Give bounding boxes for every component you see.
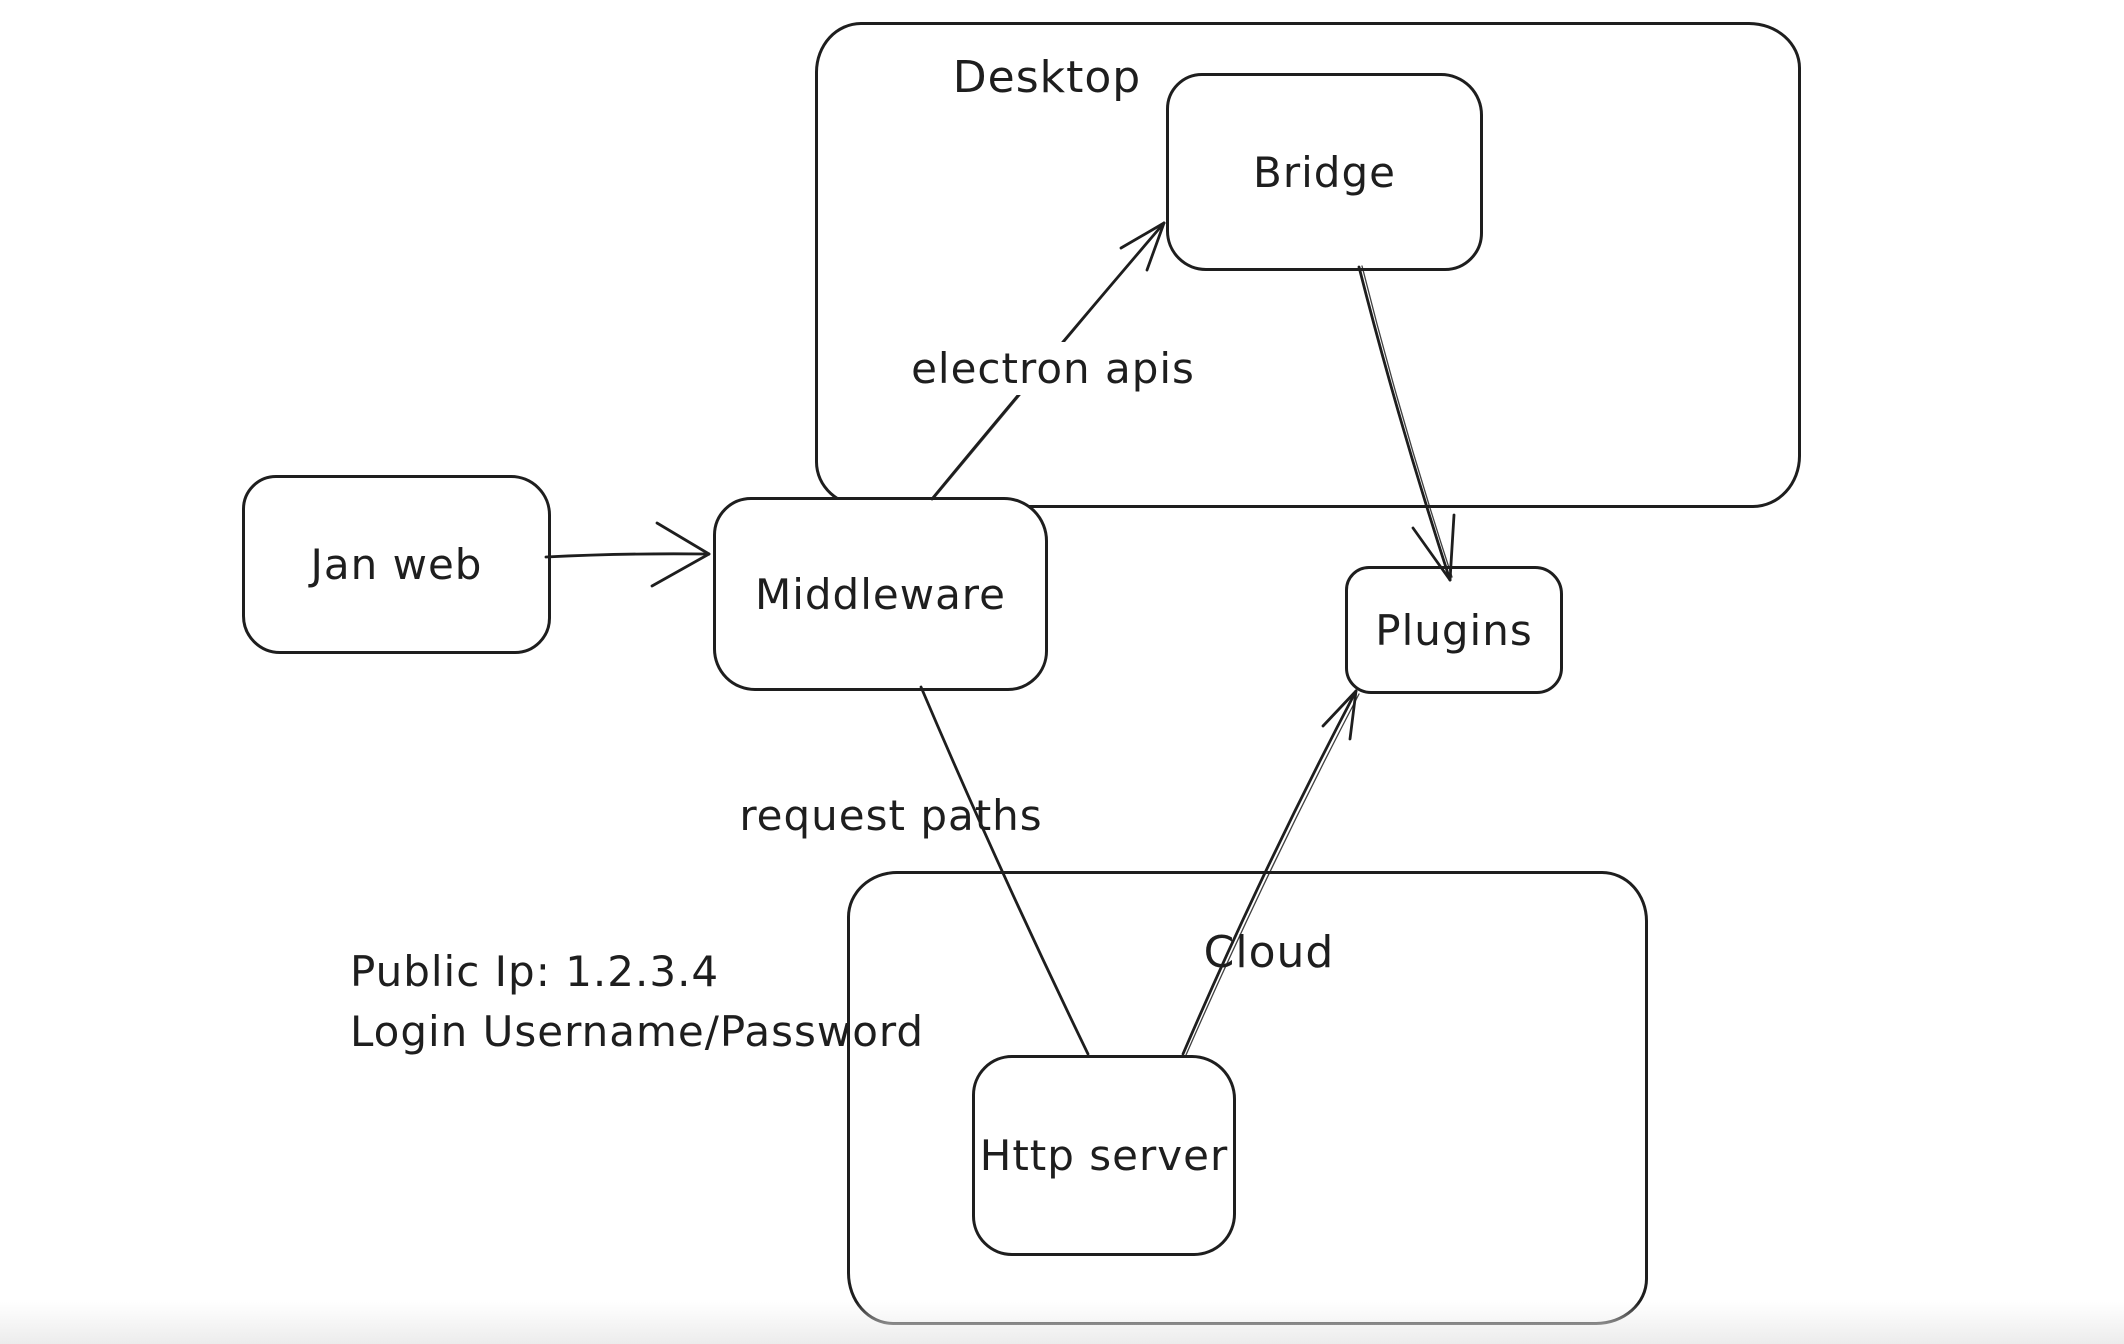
annotation-login: Login Username/Password [350,1007,925,1056]
annotation-public-ip: Public Ip: 1.2.3.4 [350,947,720,996]
node-bridge-label: Bridge [1253,147,1396,197]
arrow-bridge-to-plugins[interactable] [1357,265,1456,582]
node-jan-web[interactable]: Jan web [242,475,551,654]
line-middleware-to-httpserver[interactable] [919,685,1090,1056]
window-bottom-edge [0,1302,2124,1344]
node-http-server-label: Http server [979,1131,1229,1180]
edge-label-request-paths[interactable]: request paths [739,791,1043,840]
node-middleware-label: Middleware [754,569,1006,619]
edge-label-electron-apis[interactable]: electron apis [901,342,1205,395]
node-middleware[interactable]: Middleware [713,497,1048,691]
node-bridge[interactable]: Bridge [1166,73,1483,271]
node-plugins-label: Plugins [1375,605,1533,655]
annotation-text[interactable]: Public Ip: 1.2.3.4 Login Username/Passwo… [350,942,924,1062]
node-plugins[interactable]: Plugins [1345,566,1563,694]
arrow-httpserver-to-plugins[interactable] [1181,689,1360,1056]
container-desktop-label[interactable]: Desktop [952,52,1142,103]
node-jan-web-label: Jan web [310,540,483,589]
container-cloud-label[interactable]: Cloud [1203,927,1335,978]
node-http-server[interactable]: Http server [972,1055,1236,1256]
arrow-janweb-to-middleware[interactable] [544,521,711,588]
container-desktop[interactable] [815,22,1801,508]
